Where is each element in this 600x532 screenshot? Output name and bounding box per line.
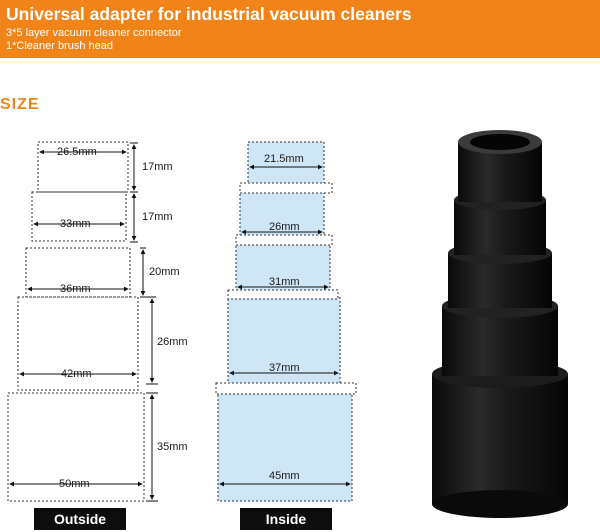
inside-width-arrows (219, 164, 351, 487)
inside-steps (215, 182, 357, 395)
outside-height-2: 17mm (142, 211, 173, 223)
outside-height-5: 35mm (157, 441, 188, 453)
outside-label: Outside (34, 508, 126, 530)
outside-width-4: 42mm (61, 368, 92, 380)
inside-width-5: 45mm (269, 470, 300, 482)
outside-outline (7, 141, 145, 502)
banner-line-connector: 3*5 layer vacuum cleaner connector (6, 27, 182, 39)
inside-label: Inside (240, 508, 332, 530)
inside-width-1: 21.5mm (264, 153, 304, 165)
outside-height-arrows (130, 142, 158, 502)
inside-width-4: 37mm (269, 362, 300, 374)
header-banner: Universal adapter for industrial vacuum … (0, 0, 600, 58)
outside-width-arrows (9, 149, 143, 487)
outside-width-2: 33mm (60, 218, 91, 230)
inside-width-3: 31mm (269, 276, 300, 288)
outside-tier-1 (37, 141, 129, 193)
banner-line-brush: 1*Cleaner brush head (6, 40, 114, 52)
outside-tier-5 (7, 392, 145, 502)
outside-width-5: 50mm (59, 478, 90, 490)
product-adapter-icon (432, 130, 568, 518)
outside-tier-4 (17, 296, 139, 391)
outside-tier-2 (31, 191, 127, 242)
outside-width-3: 36mm (60, 283, 91, 295)
inside-outline (217, 141, 353, 502)
outside-height-1: 17mm (142, 161, 173, 173)
outside-width-1: 26.5mm (57, 146, 97, 158)
inside-width-2: 26mm (269, 221, 300, 233)
inside-tier-5 (217, 392, 353, 502)
size-heading: SIZE (0, 96, 40, 113)
banner-title: Universal adapter for industrial vacuum … (6, 4, 412, 24)
outside-height-4: 26mm (157, 336, 188, 348)
outside-height-3: 20mm (149, 266, 180, 278)
